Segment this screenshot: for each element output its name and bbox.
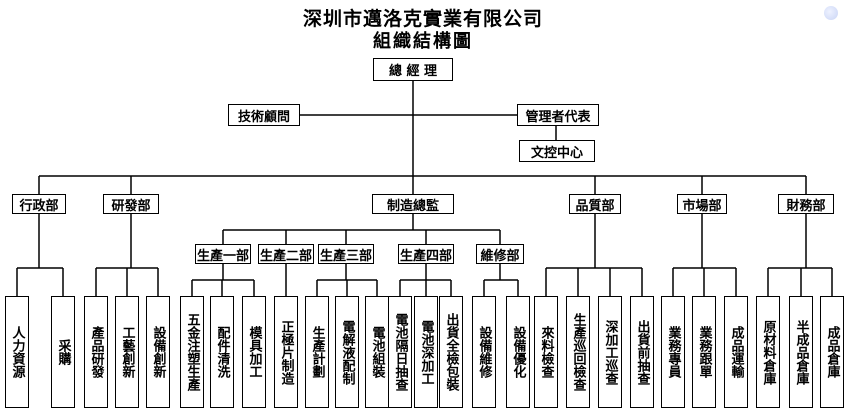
corner-decoration xyxy=(824,6,838,20)
company-title: 深圳市邁洛克實業有限公司 xyxy=(302,8,543,30)
leaf-raw-material-warehouse: 原材料倉庫 xyxy=(756,296,780,408)
leaf-purchasing: 采購 xyxy=(51,296,75,408)
leaf-finished-goods-warehouse: 成品倉庫 xyxy=(820,296,844,408)
leaf-patrol-inspection: 生產巡回檢查 xyxy=(566,296,590,408)
leaf-equipment-innovation: 設備創新 xyxy=(146,296,170,408)
chart-subtitle: 組織結構圖 xyxy=(373,31,473,52)
leaf-deep-processing-patrol: 深加工巡查 xyxy=(598,296,622,408)
leaf-mold-machining: 模具加工 xyxy=(242,296,266,408)
dept-quality: 品質部 xyxy=(569,194,621,214)
advisor-box: 技術顧問 xyxy=(228,104,300,126)
leaf-incoming-inspection: 來料檢查 xyxy=(534,296,558,408)
leaf-order-follow-up: 業務跟單 xyxy=(692,296,716,408)
leaf-production-planning: 生產計劃 xyxy=(305,296,329,408)
leaf-cathode-manufacturing: 正極片制造 xyxy=(274,296,298,408)
dept-manufacturing-director: 制造總監 xyxy=(372,194,454,214)
leaf-semi-finished-warehouse: 半成品倉庫 xyxy=(789,296,813,408)
prod-dept-2: 生產二部 xyxy=(258,244,314,264)
prod-dept-1: 生產一部 xyxy=(195,244,251,264)
leaf-next-day-sampling: 電池隔日抽查 xyxy=(388,296,412,408)
leaf-deep-processing: 電池深加工 xyxy=(414,296,438,408)
gm-box: 總 經 理 xyxy=(373,58,453,81)
leaf-electrolyte-prep: 電解液配制 xyxy=(335,296,359,408)
leaf-battery-assembly: 電池組裝 xyxy=(365,296,389,408)
prod-dept-4: 生產四部 xyxy=(398,244,454,264)
leaf-sales-rep: 業務專員 xyxy=(661,296,685,408)
leaf-product-transport: 成品運輸 xyxy=(724,296,748,408)
doc-center-box: 文控中心 xyxy=(519,140,595,162)
leaf-equipment-repair: 設備維修 xyxy=(472,296,496,408)
leaf-pre-shipment-sampling: 出貨前抽查 xyxy=(630,296,654,408)
leaf-product-rd: 產品研發 xyxy=(84,296,108,408)
dept-market: 市場部 xyxy=(677,194,727,214)
dept-finance: 財務部 xyxy=(778,194,834,214)
dept-rd: 研發部 xyxy=(103,194,159,214)
leaf-process-innovation: 工藝創新 xyxy=(115,296,139,408)
leaf-injection-production: 五金注塑生產 xyxy=(180,296,204,408)
dept-admin: 行政部 xyxy=(12,194,66,214)
leaf-parts-cleaning: 配件清洗 xyxy=(210,296,234,408)
maintenance-dept: 維修部 xyxy=(476,244,524,264)
prod-dept-3: 生產三部 xyxy=(318,244,374,264)
mgmt-rep-box: 管理者代表 xyxy=(517,104,599,126)
leaf-shipping-inspection: 出貨全檢包裝 xyxy=(439,296,463,408)
leaf-equipment-optimization: 設備優化 xyxy=(506,296,530,408)
leaf-hr: 人力資源 xyxy=(5,296,29,408)
